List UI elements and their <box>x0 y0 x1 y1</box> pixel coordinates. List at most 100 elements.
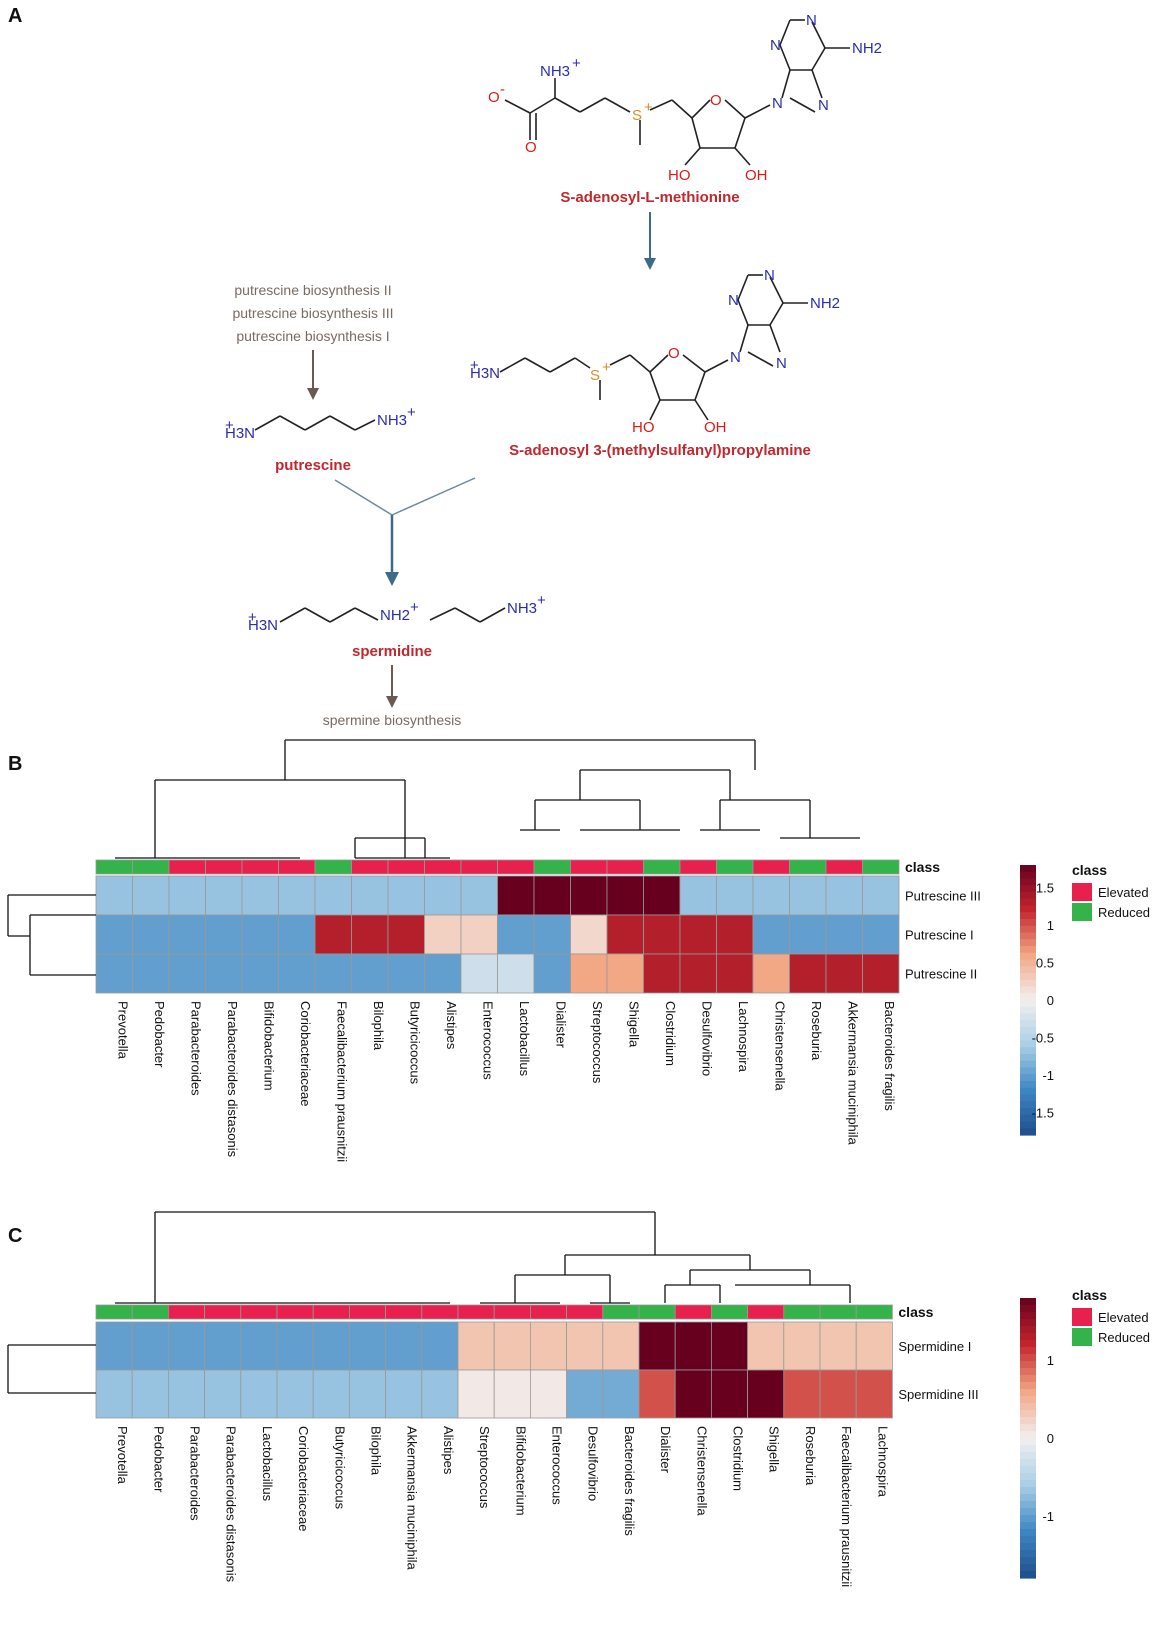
hm-b-class-cell <box>752 859 790 875</box>
hm-b-cell <box>862 953 900 994</box>
hm-b-cell <box>278 875 316 916</box>
spermidine-h3n-label: H3N <box>248 617 278 634</box>
dcsam-ring-o-label: O <box>668 345 680 362</box>
hm-c-scale-band <box>1020 1480 1036 1488</box>
hm-c-cell <box>95 1369 133 1419</box>
hm-c-class-cell <box>348 1304 386 1320</box>
hm-c-cell <box>783 1369 821 1419</box>
hm-c-cell <box>855 1369 893 1419</box>
hm-b-class-cell <box>205 859 243 875</box>
hm-b-column-label: Pedobacter <box>152 1001 167 1068</box>
hm-b-column-label: Faecalibacterium prausnitzii <box>334 1001 349 1162</box>
hm-c-row-label: Spermidine III <box>898 1387 978 1402</box>
hm-c-scale-band <box>1020 1557 1036 1565</box>
hm-b-class-cell <box>606 859 644 875</box>
hm-c-cell <box>493 1369 531 1419</box>
hm-b-cell <box>95 875 133 916</box>
hm-c-legend-elevated: Elevated <box>1098 1310 1149 1325</box>
hm-c-column-label: Dialister <box>658 1426 673 1474</box>
hm-b-class-cell <box>460 859 498 875</box>
hm-b-column-label: Clostridium <box>663 1001 678 1066</box>
hm-c-scale-band <box>1020 1445 1036 1453</box>
hm-c-scale-band <box>1020 1312 1036 1320</box>
hm-c-column-label: Lactobacillus <box>260 1426 275 1502</box>
dcsam-h3n-label: H3N <box>470 365 500 382</box>
hm-b-cell <box>679 953 717 994</box>
hm-c-scale-band <box>1020 1501 1036 1509</box>
hm-c-scale-band <box>1020 1417 1036 1425</box>
putrescine-nh3-label: NH3 <box>377 412 407 429</box>
hm-c-column-label: Roseburia <box>803 1426 818 1486</box>
hm-c-cell <box>167 1369 205 1419</box>
sam-n7-label: N <box>818 97 829 114</box>
hm-c-scale-band <box>1020 1543 1036 1551</box>
hm-b-cell <box>789 914 827 955</box>
hm-c-cell <box>819 1321 857 1371</box>
hm-b-column-label: Prevotella <box>115 1001 130 1060</box>
hm-c-cell <box>348 1369 386 1419</box>
hm-b-class-cell <box>424 859 462 875</box>
hm-b-scale-band <box>1020 1108 1036 1116</box>
hm-c-scale-band <box>1020 1396 1036 1404</box>
hm-b-column-label: Enterococcus <box>480 1001 495 1080</box>
hm-b-cell <box>351 953 389 994</box>
hm-c-class-cell <box>204 1304 242 1320</box>
hm-c-column-label: Lachnospira <box>875 1426 890 1498</box>
hm-b-column-label: Bifidobacterium <box>261 1001 276 1091</box>
hm-b-column-label: Dialister <box>553 1001 568 1049</box>
sam-nh3-label: NH3 <box>540 63 570 80</box>
hm-c-cell <box>131 1321 169 1371</box>
hm-b-cell <box>643 914 681 955</box>
hm-b-row-label: Putrescine I <box>905 928 974 943</box>
hm-c-cell <box>240 1321 278 1371</box>
hm-c-column-label: Desulfovibrio <box>586 1426 601 1501</box>
hm-b-column-label: Shigella <box>626 1001 641 1048</box>
hm-c-cell <box>167 1321 205 1371</box>
dcsam-s-plus: + <box>602 359 611 376</box>
hm-c-column-label: Bilophila <box>369 1426 384 1476</box>
hm-c-class-cell <box>493 1304 531 1320</box>
hm-b-scale-band <box>1020 1087 1036 1096</box>
dcsam-n9-label: N <box>730 349 741 366</box>
hm-b-class-cell <box>789 859 827 875</box>
spermidine-nh2-label: NH2 <box>380 607 410 624</box>
hm-c-cell <box>131 1369 169 1419</box>
putrescine-h3n-plus: + <box>225 417 234 434</box>
sam-n1-label: N <box>806 12 817 29</box>
hm-b-scale-band <box>1020 939 1036 947</box>
hm-b-cell <box>314 875 352 916</box>
hm-b-scale-band <box>1020 865 1036 873</box>
hm-b-cell <box>241 914 279 955</box>
hm-b-class-row-label: class <box>905 859 940 875</box>
sam-o-minus-label: O <box>488 89 500 106</box>
hm-c-class-cell <box>312 1304 350 1320</box>
hm-c-scale-band <box>1020 1550 1036 1558</box>
hm-b-class-cell <box>241 859 279 875</box>
hm-c-column-label: Bifidobacterium <box>513 1426 528 1516</box>
hm-b-legend-elevated-swatch <box>1072 883 1092 901</box>
hm-b-cell <box>679 914 717 955</box>
hm-b-cell <box>351 914 389 955</box>
hm-b-column-label: Parabacteroides <box>188 1001 203 1096</box>
hm-b-column-label: Lactobacillus <box>517 1001 532 1077</box>
hm-b-column-label: Roseburia <box>809 1001 824 1061</box>
hm-b-scale-band <box>1020 1054 1036 1062</box>
hm-b-cell <box>497 953 535 994</box>
dcsam-nh2-label: NH2 <box>810 295 840 312</box>
hm-b-cell <box>241 875 279 916</box>
hm-c-cell <box>855 1321 893 1371</box>
hm-b-cell <box>387 953 425 994</box>
hm-b-scale-band <box>1020 871 1036 880</box>
sam-s-label: S <box>632 107 642 124</box>
hm-c-class-cell <box>385 1304 423 1320</box>
hm-c-cell <box>530 1321 568 1371</box>
hm-b-column-label: Coriobacteriaceae <box>298 1001 313 1107</box>
hm-b-class-cell <box>679 859 717 875</box>
hm-b-scale-band <box>1020 993 1036 1001</box>
hm-b-column-label: Bacteroides fragilis <box>882 1001 897 1111</box>
hm-c-column-label: Parabacteroides distasonis <box>224 1426 239 1583</box>
hm-b-column-label: Akkermansia muciniphila <box>845 1001 860 1146</box>
hm-c-column-label: Butyricicoccus <box>332 1426 347 1510</box>
hm-b-scale-band <box>1020 1047 1036 1055</box>
